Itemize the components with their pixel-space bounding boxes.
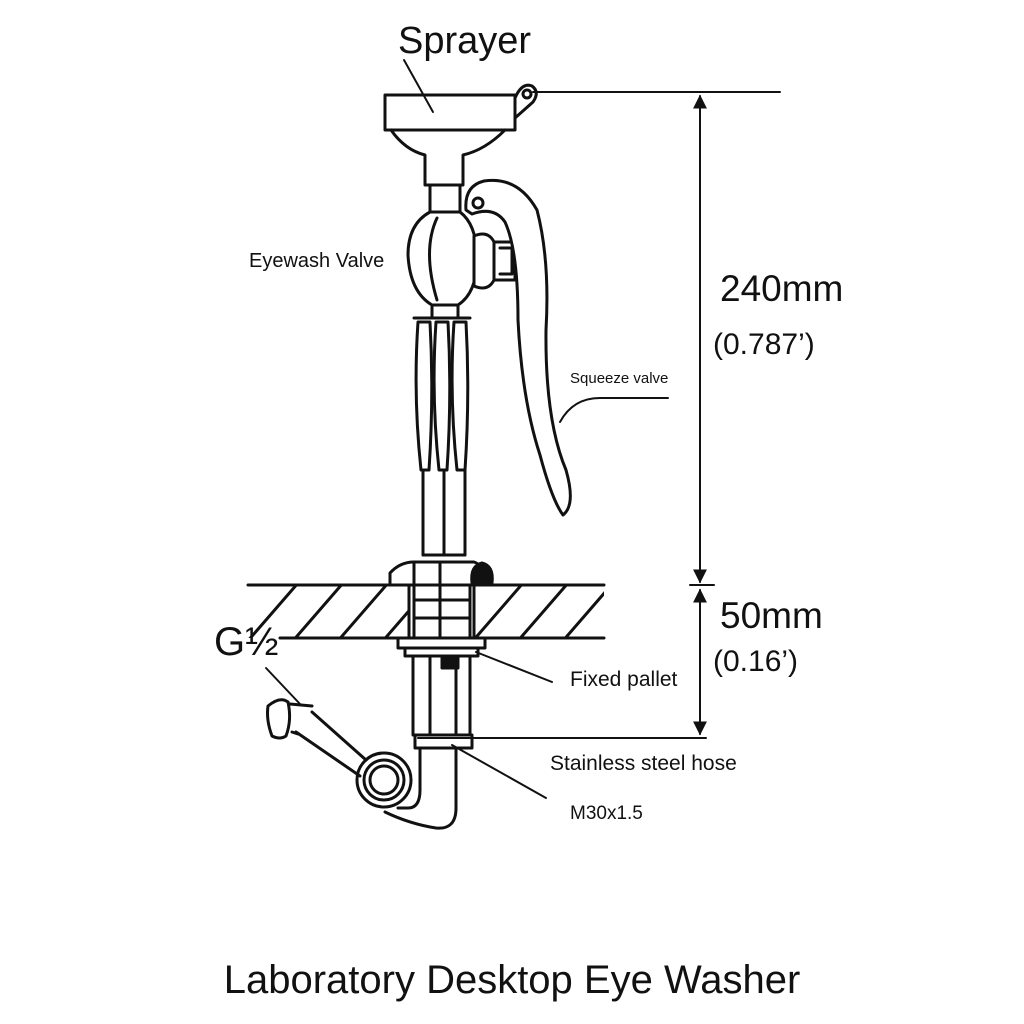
eyewash-valve-label: Eyewash Valve	[249, 250, 385, 272]
countertop	[246, 583, 606, 640]
diagram-title: Laboratory Desktop Eye Washer	[223, 958, 801, 1002]
squeeze-lever	[464, 178, 572, 517]
dimension-lines	[689, 94, 715, 736]
squeeze-valve-label: Squeeze valve	[570, 370, 669, 387]
valve-stem	[421, 468, 467, 557]
lower-height-dimension-imperial: (0.16’)	[713, 645, 799, 678]
stainless-hose	[383, 746, 458, 830]
stainless-hose-label: Stainless steel hose	[550, 752, 737, 775]
upper-height-dimension-imperial: (0.787’)	[713, 328, 815, 361]
lower-height-dimension: 50mm	[720, 595, 823, 636]
sprayer-label: Sprayer	[398, 20, 532, 62]
fixed-pallet-label: Fixed pallet	[570, 668, 678, 691]
mounting-pipe	[396, 583, 487, 750]
handle-grip	[412, 316, 472, 472]
upper-height-dimension: 240mm	[720, 268, 844, 309]
eyewash-valve-body	[406, 183, 517, 320]
sprayer-head	[383, 83, 538, 187]
leader-lines	[265, 59, 781, 799]
inlet-thread-label: G½	[214, 620, 279, 664]
base-flange	[388, 560, 494, 585]
inlet-connector	[266, 698, 413, 809]
thread-size-label: M30x1.5	[570, 803, 643, 824]
